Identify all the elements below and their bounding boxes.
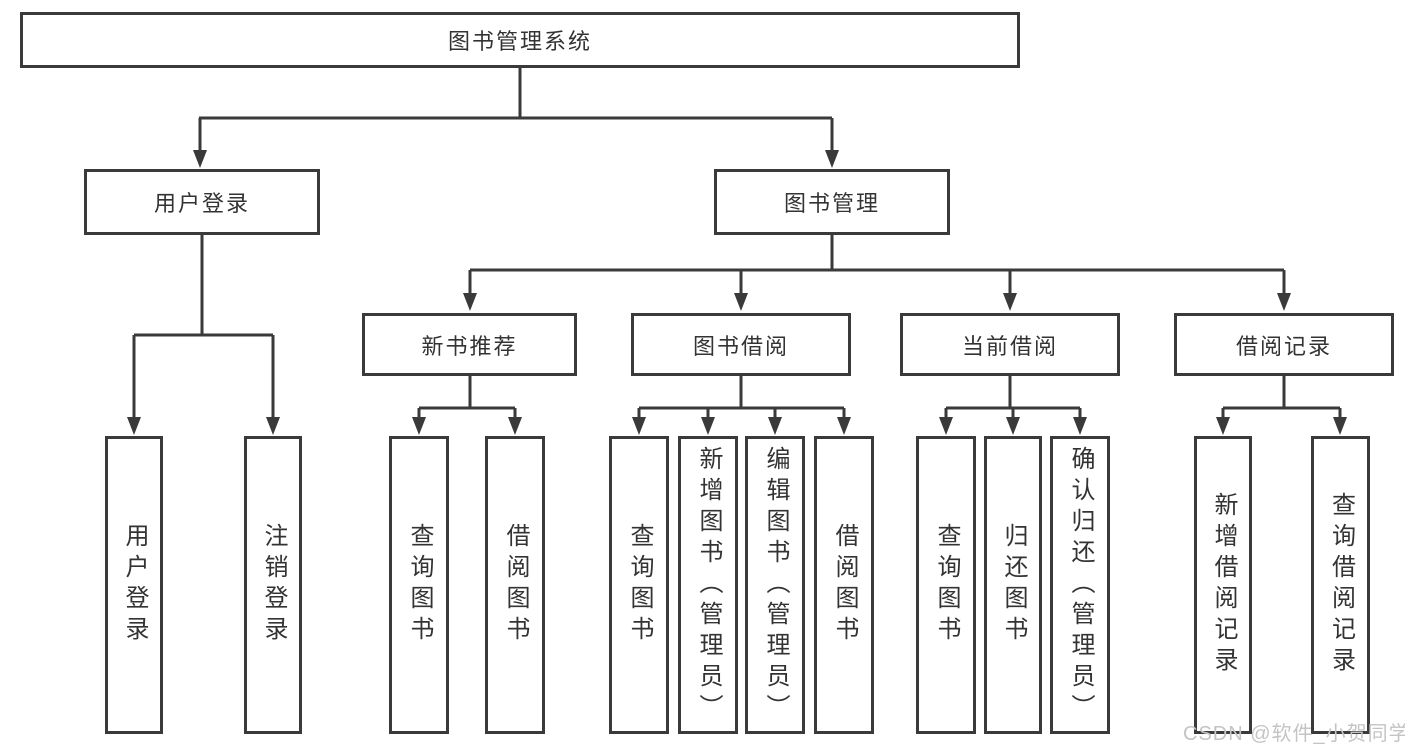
leaf-user-login-label: 用户登录 xyxy=(121,523,148,647)
node-book-management-label: 图书管理 xyxy=(783,191,880,216)
node-borrow-record-label: 借阅记录 xyxy=(1235,333,1332,359)
node-book-management: 图书管理 xyxy=(714,169,950,235)
leaf-add-book-admin-label: 新增图书（管理员） xyxy=(695,445,722,725)
node-book-borrow: 图书借阅 xyxy=(631,313,851,376)
arrowhead xyxy=(1073,417,1087,435)
leaf-add-book-admin: 新增图书（管理员） xyxy=(678,436,738,734)
leaf-borrow-query-book: 查询图书 xyxy=(609,436,669,734)
leaf-edit-book-admin-label: 编辑图书（管理员） xyxy=(762,445,789,725)
connector-currentborrow-to-leaves xyxy=(944,376,1082,418)
leaf-current-query-book: 查询图书 xyxy=(916,436,976,734)
leaf-recommend-query-book-label: 查询图书 xyxy=(406,523,433,647)
node-new-book-recommend-label: 新书推荐 xyxy=(421,333,518,359)
arrowhead xyxy=(1277,293,1291,311)
node-user-login: 用户登录 xyxy=(84,169,320,235)
leaf-borrow-query-book-label: 查询图书 xyxy=(626,523,653,647)
leaf-current-query-book-label: 查询图书 xyxy=(933,523,960,647)
leaf-edit-book-admin: 编辑图书（管理员） xyxy=(745,436,805,734)
arrowhead xyxy=(127,417,141,435)
arrowhead xyxy=(632,417,646,435)
leaf-return-book-label: 归还图书 xyxy=(1000,523,1027,647)
leaf-user-login: 用户登录 xyxy=(105,436,163,734)
csdn-watermark: CSDN @软件_小贺同学 xyxy=(1183,723,1405,745)
leaf-recommend-borrow-book-label: 借阅图书 xyxy=(502,523,529,647)
arrowhead xyxy=(768,417,782,435)
arrowhead xyxy=(1333,417,1347,435)
arrowhead xyxy=(412,417,426,435)
arrowhead xyxy=(939,417,953,435)
arrowhead xyxy=(701,417,715,435)
leaf-query-borrow-record: 查询借阅记录 xyxy=(1311,436,1370,734)
arrowhead xyxy=(508,417,522,435)
arrowhead xyxy=(837,417,851,435)
arrowhead xyxy=(1006,417,1020,435)
arrowhead xyxy=(825,150,839,168)
connector-root-to-level2 xyxy=(198,68,834,151)
leaf-recommend-borrow-book: 借阅图书 xyxy=(485,436,545,734)
node-new-book-recommend: 新书推荐 xyxy=(362,313,577,376)
node-user-login-label: 用户登录 xyxy=(153,191,250,216)
leaf-query-borrow-record-label: 查询借阅记录 xyxy=(1327,492,1355,678)
leaf-confirm-return-admin-label: 确认归还（管理员） xyxy=(1067,445,1094,725)
arrowheads xyxy=(127,150,1347,435)
leaf-add-borrow-record: 新增借阅记录 xyxy=(1194,436,1252,734)
arrowhead xyxy=(734,293,748,311)
node-current-borrow-label: 当前借阅 xyxy=(961,333,1058,359)
node-root: 图书管理系统 xyxy=(20,12,1020,68)
node-root-label: 图书管理系统 xyxy=(447,29,592,54)
connector-newbookrec-to-leaves xyxy=(417,376,517,418)
arrowhead xyxy=(266,417,280,435)
node-current-borrow: 当前借阅 xyxy=(900,313,1120,376)
arrowhead xyxy=(1003,293,1017,311)
connector-paths xyxy=(132,68,1342,418)
arrowhead xyxy=(1216,417,1230,435)
leaf-borrow-book: 借阅图书 xyxy=(814,436,874,734)
leaf-add-borrow-record-label: 新增借阅记录 xyxy=(1210,492,1237,678)
arrowhead xyxy=(193,150,207,168)
node-borrow-record: 借阅记录 xyxy=(1174,313,1394,376)
connector-bookborrow-to-leaves xyxy=(637,376,846,418)
leaf-return-book: 归还图书 xyxy=(984,436,1042,734)
leaf-confirm-return-admin: 确认归还（管理员） xyxy=(1050,436,1110,734)
leaf-borrow-book-label: 借阅图书 xyxy=(831,523,858,647)
connector-userlogin-to-leaves xyxy=(132,235,275,418)
leaf-recommend-query-book: 查询图书 xyxy=(389,436,449,734)
leaf-logout: 注销登录 xyxy=(244,436,302,734)
arrowhead xyxy=(463,293,477,311)
connector-borrowrecord-to-leaves xyxy=(1221,376,1342,418)
connector-bookmgmt-to-level3 xyxy=(468,235,1286,294)
leaf-logout-label: 注销登录 xyxy=(260,523,287,647)
node-book-borrow-label: 图书借阅 xyxy=(692,333,789,359)
